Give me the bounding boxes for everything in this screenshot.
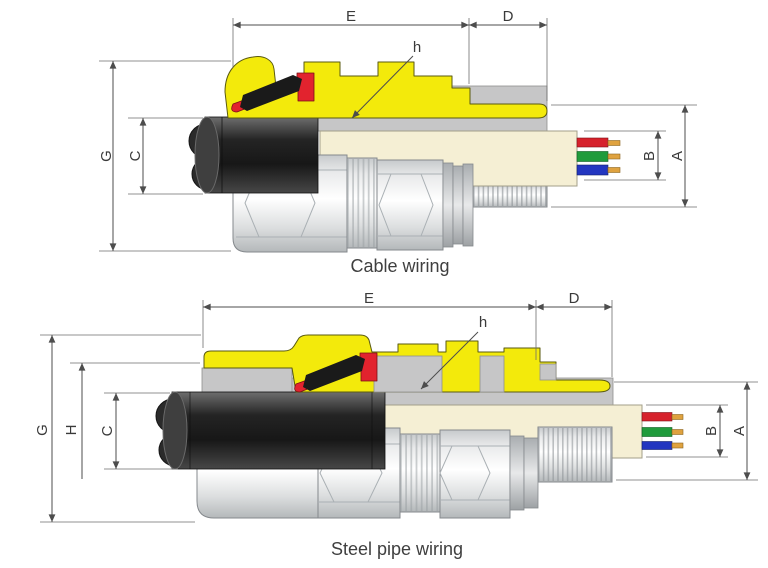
dim-label-e: E	[364, 290, 374, 307]
dim-E: E	[232, 8, 470, 84]
dim-label-d: D	[569, 290, 580, 307]
conductor-tip	[607, 167, 621, 173]
thread-ring	[346, 157, 378, 249]
dim-B: B	[584, 130, 666, 181]
dimensions-top: E D G C B	[98, 8, 697, 252]
wire-green	[641, 427, 673, 437]
wire-blue	[576, 164, 609, 176]
diagram-title: Steel pipe wiring	[331, 539, 463, 559]
steel-pipe	[155, 391, 386, 470]
entry-thread	[537, 426, 613, 483]
clamp-wedge-black	[303, 355, 365, 391]
wire-green	[576, 151, 609, 162]
thread-ring	[399, 433, 441, 513]
conductor-tip	[671, 429, 684, 435]
dimensions-bottom: E D G H C	[34, 290, 758, 523]
dim-A: A	[614, 381, 758, 481]
dim-A: A	[551, 104, 697, 208]
dim-label-g: G	[34, 424, 51, 436]
wires	[641, 412, 684, 450]
washer-ring	[509, 435, 525, 511]
cap-yellow	[224, 56, 548, 119]
washer-ring	[442, 162, 454, 248]
dim-B: B	[646, 404, 728, 458]
dim-label-c: C	[127, 150, 144, 161]
lock-ring	[462, 163, 474, 247]
dim-label-a: A	[669, 151, 686, 161]
washer-ring	[523, 437, 539, 509]
dim-G: G	[98, 60, 231, 252]
wire-blue	[641, 441, 673, 450]
dim-label-h: h	[413, 39, 421, 56]
conductor-tip	[607, 153, 621, 160]
diagram-title: Cable wiring	[350, 256, 449, 276]
conductor-tip	[607, 140, 621, 146]
dim-C: C	[99, 392, 178, 470]
clamp-wedge-black	[240, 75, 302, 111]
dim-label-b: B	[703, 426, 720, 436]
wire-red	[576, 137, 609, 148]
conductor-tip	[671, 442, 684, 449]
dim-label-e: E	[346, 8, 356, 25]
pipe-end-cap	[162, 391, 188, 470]
entry-thread	[472, 184, 548, 208]
dim-label-g: G	[98, 150, 115, 162]
middle-hex-nut	[376, 159, 444, 251]
cable-end-cap	[194, 116, 220, 194]
dim-label-d: D	[503, 8, 514, 25]
dim-label-b: B	[641, 151, 658, 161]
dim-D: D	[469, 8, 548, 101]
middle-hex-nut	[439, 429, 511, 519]
leader-h: h	[351, 39, 421, 119]
steel-pipe-wiring-diagram: E D G H C	[34, 290, 758, 559]
dim-G: G	[34, 334, 201, 523]
washer-ring	[452, 165, 464, 245]
leader-h: h	[420, 314, 487, 390]
conductor-tip	[671, 414, 684, 420]
dim-label-c: C	[99, 425, 116, 436]
dim-label-a: A	[731, 426, 748, 436]
dim-C: C	[127, 117, 203, 195]
cable-wiring-diagram: E D G C B	[98, 8, 697, 276]
dim-D: D	[536, 290, 613, 377]
wire-red	[641, 412, 673, 422]
wires	[576, 137, 621, 176]
dim-H: H	[63, 362, 200, 479]
cable	[188, 116, 319, 194]
dim-label-hh: H	[63, 425, 80, 436]
dim-label-h: h	[479, 314, 487, 331]
